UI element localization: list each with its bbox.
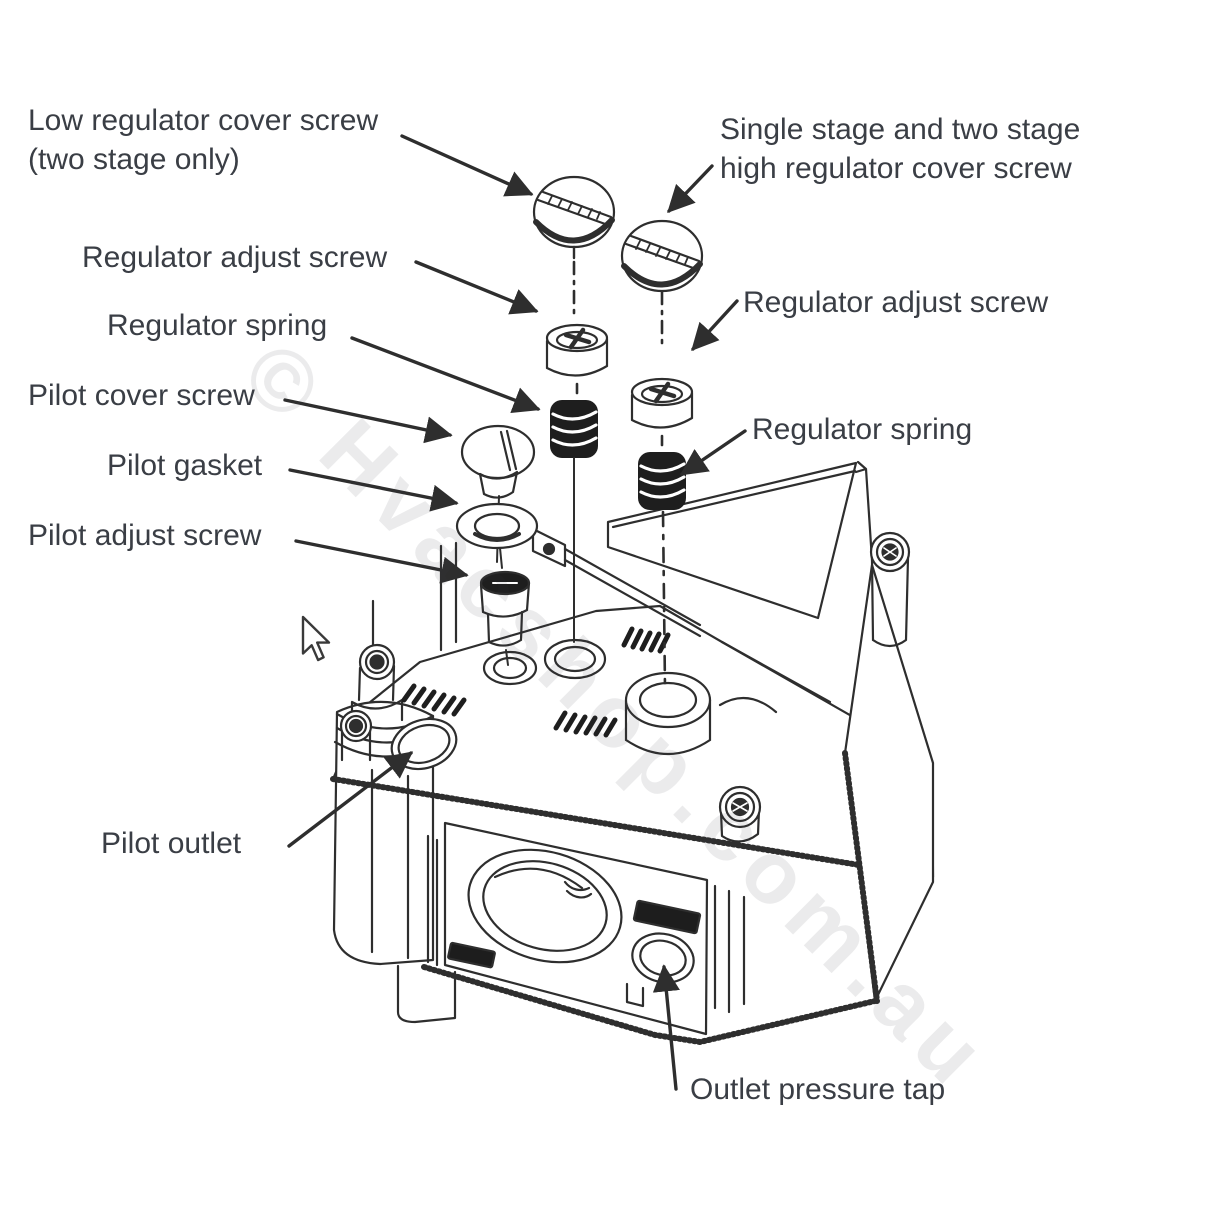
regulator-spring-right-part — [638, 452, 686, 510]
valve-body — [330, 460, 935, 1045]
terminal-block — [401, 626, 671, 738]
regulator-adjust-screw-right-part — [630, 377, 694, 429]
label-regulator-adjust-screw-right: Regulator adjust screw — [743, 286, 1049, 319]
label-pilot-gasket: Pilot gasket — [107, 449, 263, 482]
low-regulator-parts — [532, 175, 616, 643]
arrow-outlet-pressure-tap — [652, 964, 680, 1091]
label-line: Single stage and two stage — [720, 113, 1081, 146]
high-regulator-parts — [620, 219, 704, 690]
pilot-adjust-screw-part — [479, 570, 531, 666]
arrow-regulator-adjust-right — [691, 299, 739, 352]
low-regulator-boss — [543, 638, 607, 680]
label-pilot-outlet: Pilot outlet — [101, 827, 242, 860]
arrow-pilot-adjust-screw — [294, 539, 469, 584]
pilot-adjust-boss — [482, 650, 538, 686]
label-line: (two stage only) — [28, 143, 240, 176]
label-line: Low regulator cover screw — [28, 104, 379, 137]
arrow-pilot-cover-screw — [283, 398, 453, 444]
label-line: high regulator cover screw — [720, 152, 1072, 185]
arrow-single-stage-cover-screw — [667, 164, 714, 213]
panel-stamp-right — [632, 899, 702, 935]
arrow-pilot-outlet — [287, 751, 414, 848]
pilot-parts — [455, 424, 539, 666]
high-regulator-cover-screw-part — [620, 219, 704, 293]
arrow-regulator-adjust-left — [414, 260, 539, 315]
regulator-spring-left-part — [550, 400, 598, 458]
label-pilot-cover-screw: Pilot cover screw — [28, 379, 255, 412]
hatched-edges — [330, 750, 880, 1045]
arrow-low-regulator-cover-screw — [400, 134, 534, 197]
arrow-pilot-gasket — [288, 468, 459, 512]
valve-dial — [467, 848, 623, 964]
pilot-gasket-part — [455, 502, 539, 550]
label-single-stage-cover-screw: Single stage and two stage high regulato… — [720, 110, 1080, 188]
label-low-regulator-cover-screw: Low regulator cover screw (two stage onl… — [28, 101, 378, 179]
pilot-cover-screw-part — [460, 424, 536, 499]
low-regulator-cover-screw-part — [532, 175, 616, 249]
high-regulator-boss — [624, 671, 778, 756]
panel-stamp-left — [447, 941, 496, 969]
label-regulator-spring-left: Regulator spring — [107, 309, 328, 342]
regulator-adjust-screw-left-part — [545, 323, 609, 377]
label-pilot-adjust-screw: Pilot adjust screw — [28, 519, 262, 552]
callout-arrows — [283, 134, 747, 1091]
arrow-regulator-spring-right — [679, 429, 747, 476]
label-regulator-spring-right: Regulator spring — [752, 413, 973, 446]
arrow-regulator-spring-left — [350, 336, 541, 413]
label-regulator-adjust-screw-left: Regulator adjust screw — [82, 241, 388, 274]
label-outlet-pressure-tap: Outlet pressure tap — [690, 1073, 946, 1106]
